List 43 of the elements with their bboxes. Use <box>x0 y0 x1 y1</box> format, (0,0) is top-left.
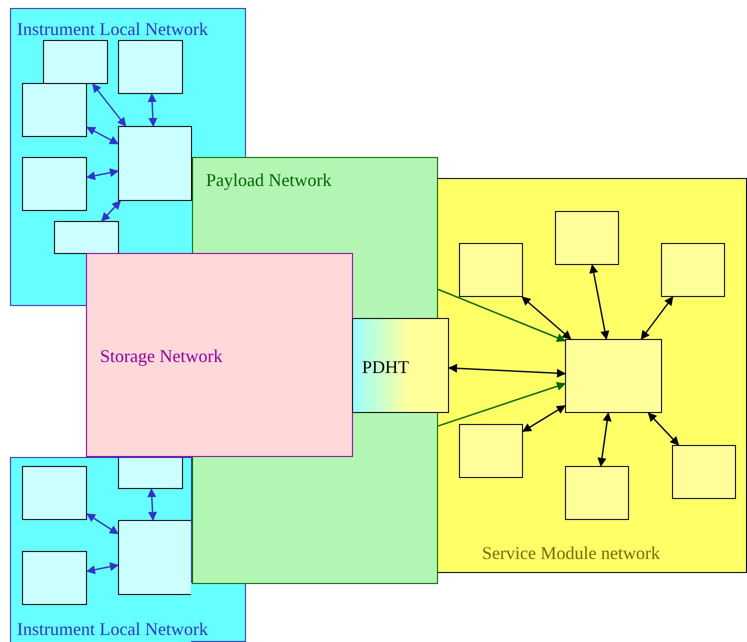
double-arrow <box>86 126 119 144</box>
device-box <box>118 520 191 595</box>
double-arrow <box>92 83 126 127</box>
region-label: Service Module network <box>482 543 660 563</box>
double-arrow <box>147 488 158 521</box>
double-arrow <box>86 562 119 574</box>
double-arrow <box>86 513 119 534</box>
region-label: Payload Network <box>206 170 332 190</box>
arrow <box>438 382 566 427</box>
device-box <box>22 551 87 605</box>
device-box <box>22 157 87 211</box>
double-arrow <box>86 168 119 180</box>
device-box <box>565 339 662 413</box>
gateway-box <box>352 318 449 413</box>
double-arrow <box>648 412 680 446</box>
device-box <box>672 445 736 499</box>
device-box <box>118 458 183 489</box>
device-box <box>459 243 523 297</box>
device-box <box>118 40 183 94</box>
network-region <box>437 178 747 573</box>
region-label: PDHT <box>362 357 410 377</box>
double-arrow <box>589 264 610 340</box>
device-box <box>22 83 87 137</box>
region-label: Storage Network <box>100 346 222 366</box>
double-arrow <box>640 296 674 340</box>
device-box <box>43 40 108 84</box>
double-arrow <box>522 296 572 340</box>
arrow <box>438 288 566 342</box>
device-box <box>22 466 87 520</box>
device-box <box>118 126 192 201</box>
double-arrow <box>522 405 566 432</box>
network-region <box>86 253 353 457</box>
device-box <box>565 466 629 520</box>
double-arrow <box>597 412 612 467</box>
device-box <box>555 211 619 265</box>
device-box <box>54 221 119 254</box>
double-arrow <box>101 200 121 222</box>
region-label: Instrument Local Network <box>17 619 208 639</box>
device-box <box>661 243 725 297</box>
region-label: Instrument Local Network <box>17 19 208 39</box>
double-arrow <box>148 93 158 127</box>
double-arrow <box>448 364 566 378</box>
device-box <box>459 424 523 478</box>
